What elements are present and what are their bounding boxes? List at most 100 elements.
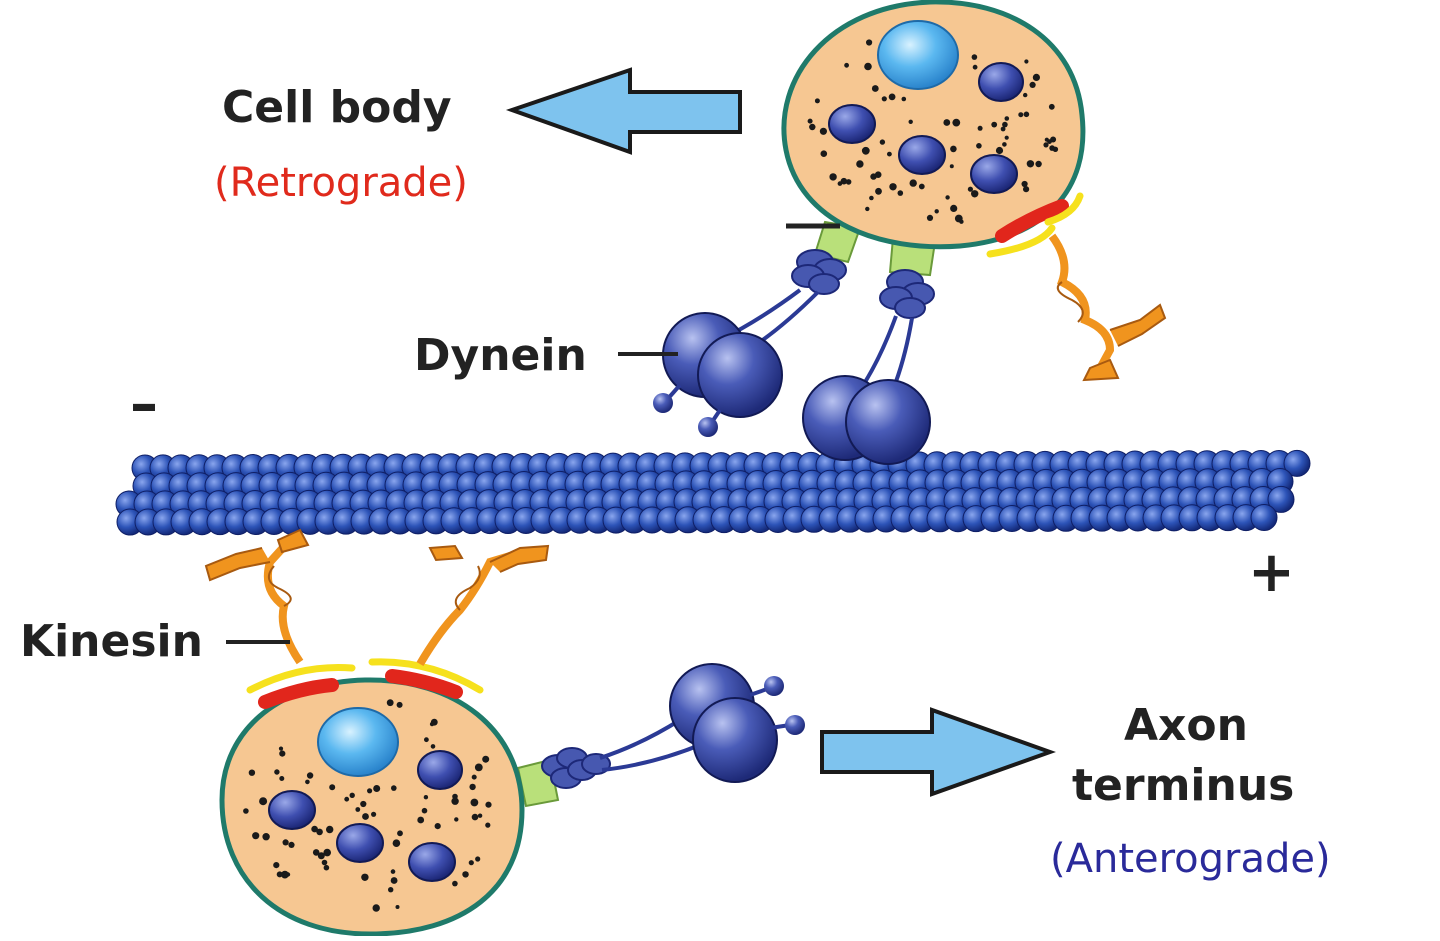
speckle-dot (475, 856, 481, 862)
speckle-dot (875, 187, 882, 195)
speckle-dot (809, 123, 816, 131)
speckle-dot (477, 813, 483, 818)
anterograde-arrow (820, 707, 1056, 797)
speckle-dot (908, 119, 913, 125)
retrograde-cargo-vesicle (781, 0, 1086, 277)
speckle-dot (926, 214, 934, 221)
speckle-dot (485, 801, 492, 808)
speckle-dot (864, 62, 872, 71)
speckle-dot (1024, 59, 1029, 64)
speckle-dot (819, 127, 828, 135)
speckle-dot (390, 869, 396, 874)
speckle-dot (897, 190, 904, 196)
speckle-dot (386, 699, 394, 707)
vesicle (408, 842, 456, 882)
speckle-dot (1050, 136, 1057, 143)
speckle-dot (1022, 92, 1028, 98)
speckle-dot (856, 160, 864, 168)
speckle-dot (474, 763, 483, 772)
vesicle (898, 135, 946, 175)
cargo-speckles (243, 699, 492, 912)
speckle-dot (468, 860, 474, 866)
nucleus (877, 20, 959, 90)
speckle-dot (943, 119, 951, 126)
speckle-dot (971, 190, 979, 198)
speckle-dot (355, 807, 361, 812)
speckle-dot (323, 864, 330, 871)
speckle-dot (312, 849, 320, 856)
speckle-dot (259, 797, 268, 806)
speckle-dot (282, 839, 289, 846)
speckle-dot (871, 85, 879, 92)
speckle-dot (252, 832, 260, 840)
tubulin-subunit (1250, 504, 1278, 532)
cell-body-label: Cell body (222, 82, 452, 133)
axon-label: Axon (1124, 700, 1248, 751)
speckle-dot (362, 813, 369, 820)
speckle-dot (1032, 73, 1040, 81)
speckle-dot (430, 744, 436, 749)
speckle-dot (1021, 180, 1028, 188)
speckle-dot (279, 750, 286, 757)
speckle-dot (807, 118, 813, 124)
speckle-dot (1023, 186, 1030, 193)
speckle-dot (950, 204, 958, 212)
terminus-label: terminus (1072, 760, 1295, 811)
speckle-dot (901, 96, 907, 102)
speckle-dot (949, 164, 954, 169)
speckle-dot (471, 813, 479, 821)
kinesin-red-binding (258, 678, 339, 709)
microtubule-minus-end-label: – (130, 372, 158, 437)
speckle-dot (323, 848, 332, 857)
kinesin-label: Kinesin (20, 616, 203, 667)
microtubule (115, 449, 1311, 536)
speckle-dot (417, 816, 425, 824)
vesicle (268, 790, 316, 830)
speckle-dot (950, 145, 957, 153)
dynein-label: Dynein (414, 330, 587, 381)
tubulin-subunit (1267, 485, 1295, 513)
dynein-motor (653, 249, 935, 465)
speckle-dot (869, 195, 874, 201)
speckle-dot (321, 859, 328, 866)
speckle-dot (887, 151, 892, 157)
vesicle (828, 104, 876, 144)
vesicle (970, 154, 1018, 194)
speckle-dot (959, 219, 964, 224)
speckle-dot (329, 784, 336, 791)
speckle-dot (471, 774, 477, 780)
speckle-dot (305, 779, 310, 785)
speckle-dot (279, 776, 285, 781)
speckle-dot (391, 785, 397, 791)
speckle-dot (485, 822, 491, 828)
speckle-dot (1004, 135, 1009, 140)
speckle-dot (934, 209, 939, 214)
speckle-dot (1018, 112, 1024, 118)
speckle-dot (889, 183, 897, 191)
vesicle (417, 750, 463, 790)
speckle-dot (395, 905, 400, 909)
speckle-dot (918, 183, 925, 190)
speckle-dot (1004, 116, 1010, 121)
speckle-dot (392, 839, 401, 847)
speckle-dot (462, 871, 469, 878)
speckle-dot (396, 701, 403, 708)
retrograde-label: (Retrograde) (214, 160, 468, 206)
speckle-dot (451, 797, 459, 805)
speckle-dot (423, 795, 429, 800)
speckle-dot (1043, 142, 1049, 148)
speckle-dot (1002, 142, 1007, 147)
kinesin-yellow-light-chain (246, 658, 484, 694)
nucleus (317, 707, 399, 777)
speckle-dot (454, 817, 459, 822)
speckle-dot (879, 139, 886, 145)
speckle-dot (845, 179, 852, 185)
speckle-dot (278, 746, 284, 751)
speckle-dot (285, 872, 291, 877)
speckle-dot (952, 118, 961, 127)
kinesin-red-binding (385, 669, 463, 699)
speckle-dot (1044, 137, 1049, 142)
speckle-dot (373, 785, 381, 792)
